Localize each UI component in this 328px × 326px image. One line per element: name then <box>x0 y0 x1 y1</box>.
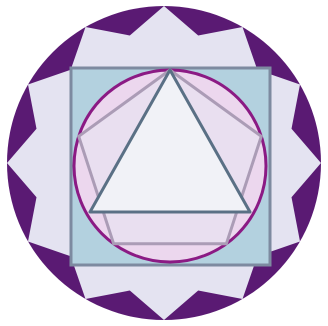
geometric-emblem <box>0 0 328 326</box>
emblem-svg <box>0 0 328 326</box>
